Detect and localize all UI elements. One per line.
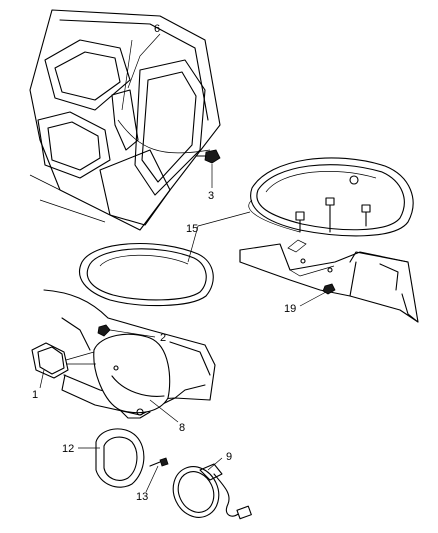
- callout-3: 3: [208, 190, 214, 202]
- leader-lines: [39, 33, 327, 493]
- callouts: 6 3 15 2 1 8 9 12 13 19: [32, 23, 296, 503]
- side-marker-lamp: [31, 324, 111, 379]
- callout-6: 6: [154, 23, 160, 35]
- callout-1: 1: [32, 389, 38, 401]
- fog-lamp-bezel: [95, 428, 169, 488]
- mounting-bracket: [239, 239, 419, 323]
- headlamp-lens-left: [79, 242, 214, 307]
- fog-lamp-with-harness: [172, 463, 252, 520]
- callout-9: 9: [226, 451, 232, 463]
- engine-bay-view: [29, 9, 221, 231]
- callout-13: 13: [136, 491, 148, 503]
- headlamp-assembly-right: [248, 157, 414, 237]
- callout-2: 2: [160, 332, 166, 344]
- callout-19: 19: [284, 303, 296, 315]
- front-fascia: [43, 289, 216, 419]
- callout-8: 8: [179, 422, 185, 434]
- callout-12: 12: [62, 443, 74, 455]
- callout-15: 15: [186, 223, 198, 235]
